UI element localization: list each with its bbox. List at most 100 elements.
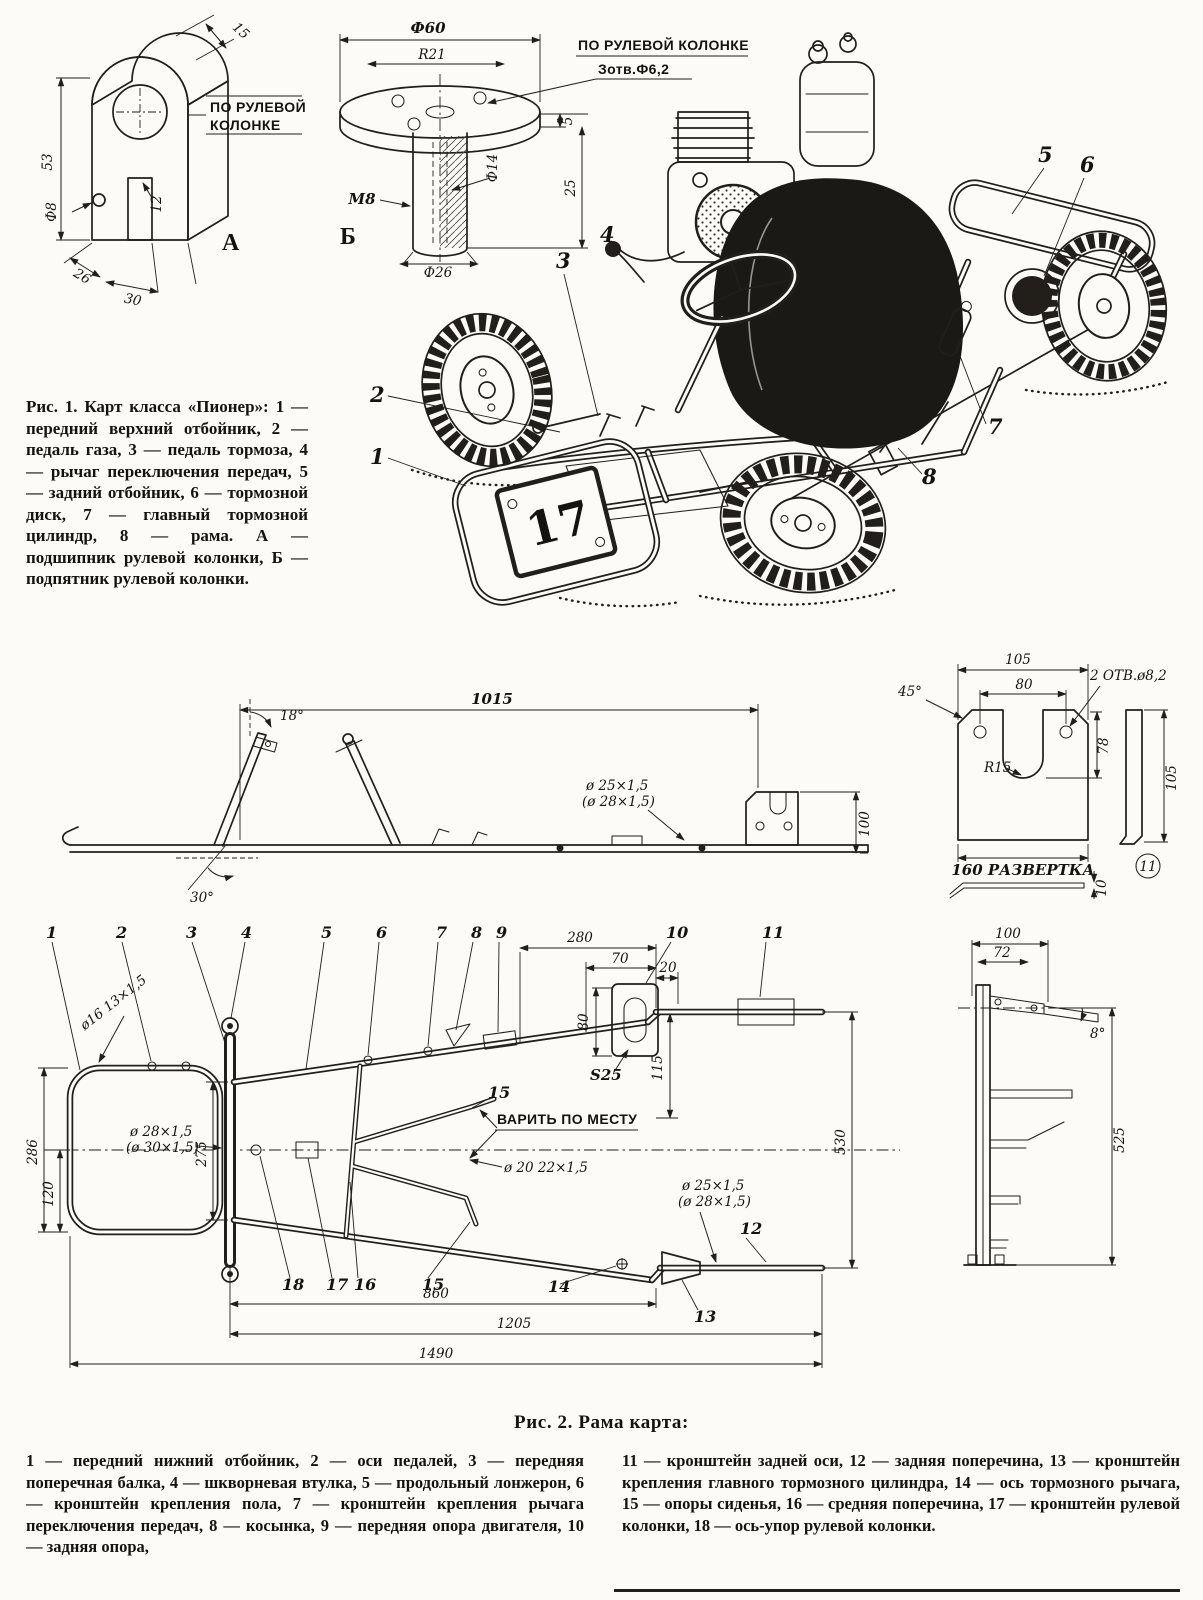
- fig2-top-callouts: 1 2 3 4 5 6 7 8 9 10 11: [46, 923, 784, 1071]
- kart-front-bumper: 17: [451, 438, 661, 606]
- part-a-dim-12: 12: [149, 195, 165, 212]
- callout-11: 11: [762, 923, 784, 942]
- part-b-dim-f14: Ф14: [485, 154, 501, 182]
- rear-dim-525: 525: [1112, 1127, 1128, 1153]
- part-b-label: Б: [340, 224, 356, 250]
- part-a-dim-26: 26: [70, 265, 94, 288]
- part-a-label: А: [222, 230, 240, 256]
- weld-note: ВАРИТЬ ПО МЕСТУ: [497, 1111, 637, 1127]
- fig1-part-b-drawing: Ф60 R21 5 25 Ф14 М8 Ф26 Б ПО РУЛЕВОЙ КОЛ…: [339, 19, 749, 281]
- callout-15-lower: 15: [422, 1275, 444, 1294]
- kart-brake-cylinder: [938, 300, 972, 357]
- callout-14: 14: [548, 1277, 570, 1296]
- dim-70: 70: [611, 951, 629, 967]
- bracket-dim-105-side: 105: [1164, 765, 1180, 791]
- dim-286: 286: [25, 1139, 41, 1166]
- side-dim-1015: 1015: [471, 690, 513, 708]
- callout-5: 5: [1038, 142, 1053, 167]
- callout-16: 16: [354, 1275, 376, 1294]
- callout-6: 6: [376, 923, 387, 942]
- dim-1490: 1490: [419, 1346, 454, 1362]
- callout-8: 8: [470, 923, 482, 942]
- kart-gear-lever: [605, 241, 645, 283]
- callout-7: 7: [988, 414, 1003, 439]
- fig1-kart-drawing: 17: [369, 32, 1170, 608]
- kart-seat: [713, 178, 964, 449]
- callout-3: 3: [186, 923, 197, 942]
- callout-4: 4: [241, 923, 252, 942]
- note-tube-25: ø 25×1,5: [681, 1178, 744, 1194]
- part-a-dim-30: 30: [123, 291, 143, 310]
- callout-4: 4: [600, 222, 615, 247]
- dim-120: 120: [41, 1181, 57, 1207]
- legend-right-column: 11 — кронштейн задней оси, 12 — задняя п…: [622, 1451, 1180, 1535]
- figure1-caption-body: 1 — передний верхний отбойник, 2 — педал…: [26, 397, 308, 588]
- callout-8: 8: [921, 464, 937, 489]
- fig1-callouts: 2 1 3 4 5 6 7 8: [369, 142, 1095, 489]
- part-a-dim-15: 15: [229, 19, 252, 42]
- part-b-dim-5: 5: [560, 117, 576, 126]
- rear-dim-72: 72: [993, 945, 1010, 961]
- part-b-note: ПО РУЛЕВОЙ КОЛОНКЕ: [578, 36, 749, 53]
- kart-rear-right-wheel: [1040, 230, 1168, 382]
- note-tube-25b: (ø 28×1,5): [678, 1194, 751, 1210]
- callout-15-upper: 15: [488, 1083, 510, 1102]
- dim-1205: 1205: [497, 1316, 531, 1332]
- callout-17: 17: [326, 1275, 348, 1294]
- figure2-caption: Рис. 2. Рама карта:: [514, 1412, 689, 1433]
- fig1-part-a-drawing: 53 15 Ф8 12 26 30 ПО РУЛЕВОЙ КОЛОНКЕ А: [40, 14, 306, 310]
- kart-pedals: [599, 405, 655, 437]
- part-b-dim-25: 25: [563, 179, 579, 197]
- dim-20: 20: [658, 960, 677, 976]
- callout-13: 13: [694, 1307, 716, 1326]
- part-a-note-line2: КОЛОНКЕ: [210, 117, 281, 133]
- kart-rear-bumper: [948, 179, 1156, 273]
- fig2-bottom-callouts: 18 17 16 15 14 13 12: [259, 1155, 767, 1326]
- part-b-dim-m8: М8: [347, 190, 376, 208]
- part-b-note-holes: Зотв.Ф6,2: [598, 61, 669, 77]
- dim-280: 280: [566, 930, 593, 946]
- side-tube-note-1: ø 25×1,5: [585, 778, 648, 794]
- fig2-top-view: ВАРИТЬ ПО МЕСТУ 15 ø 20 22×1,5 ø 25×1,5 …: [25, 923, 900, 1368]
- note-tube-30: (ø 30×1,5): [126, 1140, 199, 1156]
- callout-18: 18: [282, 1275, 304, 1294]
- footer-rule: [614, 1589, 1180, 1592]
- part-b-dim-r21: R21: [417, 47, 445, 63]
- side-tube-note-2: (ø 28×1,5): [582, 794, 655, 810]
- part-a-dim-53: 53: [40, 153, 56, 170]
- fig2-side-view: 1015 18° 30° ø 25×1,5 (ø 28×1,5) 100: [61, 690, 873, 906]
- rear-dim-100: 100: [995, 926, 1021, 942]
- note-tube-28: ø 28×1,5: [129, 1124, 192, 1140]
- callout-1: 1: [370, 444, 385, 469]
- bracket-dim-160: 160 РАЗВЕРТКА: [951, 861, 1094, 879]
- callout-12: 12: [740, 1219, 762, 1238]
- bracket-r15: R15: [983, 760, 1011, 776]
- legend-left-column: 1 — передний нижний отбойник, 2 — оси пе…: [26, 1451, 584, 1556]
- callout-2: 2: [115, 923, 127, 942]
- dim-860: 860: [423, 1286, 449, 1302]
- dim-80v: 80: [576, 1013, 592, 1031]
- kart-front-left-wheel: [421, 312, 553, 468]
- bracket-dim-105: 105: [1005, 652, 1031, 668]
- figure2-legend: 1 — передний нижний отбойник, 2 — оси пе…: [26, 1450, 1180, 1558]
- callout-2: 2: [369, 382, 385, 407]
- callout-9: 9: [496, 923, 507, 942]
- bracket-angle-45: 45°: [897, 684, 922, 700]
- fig2-bracket-detail: 105 80 2 ОТВ.ø8,2 45° R15 78 105 160 РАЗ…: [897, 652, 1180, 899]
- bracket-holes-note: 2 ОТВ.ø8,2: [1089, 668, 1167, 684]
- callout-7: 7: [436, 923, 447, 942]
- part-a-dim-f8: Ф8: [44, 202, 60, 222]
- note-s25: S25: [590, 1066, 622, 1084]
- callout-5: 5: [321, 923, 332, 942]
- callout-10: 10: [666, 923, 688, 942]
- bracket-dim-80: 80: [1015, 677, 1033, 693]
- side-dim-100: 100: [857, 811, 873, 837]
- callout-1: 1: [46, 923, 57, 942]
- kart-steering-wheel: [680, 249, 800, 327]
- figure1-caption: Рис. 1. Карт класса «Пионер»:1 — передни…: [26, 396, 308, 590]
- bracket-dim-10: 10: [1094, 879, 1110, 897]
- kart-fuel-tank: [799, 32, 875, 167]
- side-angle-30: 30°: [190, 890, 214, 906]
